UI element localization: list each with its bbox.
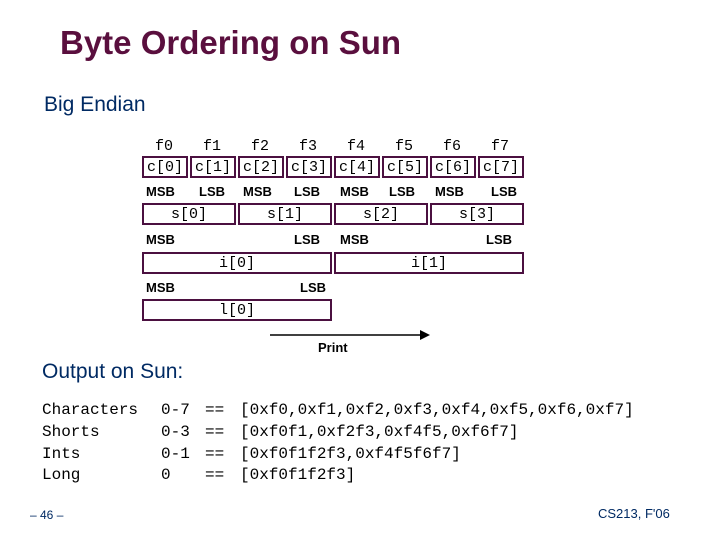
page-number: – 46 – [30, 508, 64, 522]
msb-label: MSB [146, 232, 175, 247]
char-box-0: c[0] [142, 156, 188, 178]
print-label: Print [318, 340, 348, 355]
output-value-long: [0xf0f1f2f3] [240, 466, 356, 484]
lsb-label: LSB [294, 184, 320, 199]
char-box-4: c[4] [334, 156, 380, 178]
lsb-label: LSB [491, 184, 517, 199]
int-label-0: i[0] [218, 254, 255, 272]
char-box-5: c[5] [382, 156, 428, 178]
int-box-0: i[0] [142, 252, 332, 274]
output-value-shorts: [0xf0f1,0xf2f3,0xf4f5,0xf6f7] [240, 423, 519, 441]
addr-f0: f0 [154, 138, 173, 155]
output-type-long: Long [42, 466, 81, 484]
output-eq-characters: == [205, 401, 225, 419]
lsb-label: LSB [300, 280, 326, 295]
lsb-label: LSB [294, 232, 320, 247]
lsb-label: LSB [486, 232, 512, 247]
msb-label: MSB [243, 184, 272, 199]
addr-f1: f1 [202, 138, 221, 155]
long-box-0: l[0] [142, 299, 332, 321]
print-arrow [270, 330, 430, 340]
addr-f6: f6 [442, 138, 461, 155]
course-label: CS213, F'06 [598, 506, 670, 521]
output-eq-ints: == [205, 445, 225, 463]
output-type-ints: Ints [42, 445, 81, 463]
lsb-label: LSB [389, 184, 415, 199]
output-eq-shorts: == [205, 423, 225, 441]
addr-f5: f5 [394, 138, 413, 155]
output-range-shorts: 0-3 [161, 423, 190, 441]
output-title: Output on Sun: [42, 360, 184, 383]
short-box-1: s[1] [238, 203, 332, 225]
output-type-characters: Characters [42, 401, 139, 419]
int-label-1: i[1] [410, 254, 447, 272]
msb-label: MSB [435, 184, 464, 199]
msb-label: MSB [340, 232, 369, 247]
char-box-7: c[7] [478, 156, 524, 178]
short-box-3: s[3] [430, 203, 524, 225]
msb-label: MSB [146, 184, 175, 199]
addr-f3: f3 [298, 138, 317, 155]
addr-f4: f4 [346, 138, 365, 155]
output-value-ints: [0xf0f1f2f3,0xf4f5f6f7] [240, 445, 461, 463]
long-label-0: l[0] [218, 301, 255, 319]
char-box-1: c[1] [190, 156, 236, 178]
char-box-2: c[2] [238, 156, 284, 178]
char-box-6: c[6] [430, 156, 476, 178]
msb-label: MSB [340, 184, 369, 199]
output-range-characters: 0-7 [161, 401, 190, 419]
short-box-0: s[0] [142, 203, 236, 225]
addr-f2: f2 [250, 138, 269, 155]
slide-subtitle: Big Endian [44, 93, 146, 116]
char-box-3: c[3] [286, 156, 332, 178]
addr-f7: f7 [490, 138, 509, 155]
output-value-characters: [0xf0,0xf1,0xf2,0xf3,0xf4,0xf5,0xf6,0xf7… [240, 401, 634, 419]
output-type-shorts: Shorts [42, 423, 100, 441]
output-range-ints: 0-1 [161, 445, 190, 463]
short-box-2: s[2] [334, 203, 428, 225]
slide-title: Byte Ordering on Sun [60, 24, 402, 61]
int-box-1: i[1] [334, 252, 524, 274]
output-eq-long: == [205, 466, 225, 484]
lsb-label: LSB [199, 184, 225, 199]
msb-label: MSB [146, 280, 175, 295]
output-range-long: 0 [161, 466, 171, 484]
